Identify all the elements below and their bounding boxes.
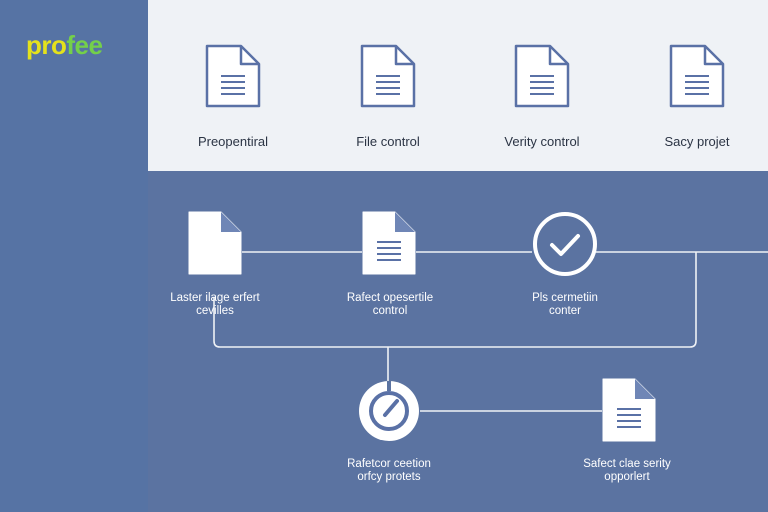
- flow-node-3[interactable]: [531, 210, 599, 283]
- sidebar: profee: [0, 0, 148, 512]
- document-icon: [669, 44, 725, 108]
- connector-lines: [213, 251, 768, 412]
- top-item-label: Sacy projet: [664, 134, 730, 149]
- flow-canvas: Laster ilage erfert cevilles Rafect opes…: [148, 171, 768, 512]
- top-item-4[interactable]: Sacy projet: [632, 42, 762, 149]
- document-icon: [602, 378, 656, 442]
- flow-node-1-label: Laster ilage erfert cevilles: [170, 292, 260, 317]
- flow-node-2-label: Rafect opesertile control: [346, 292, 434, 317]
- top-item-3[interactable]: Verity control: [477, 42, 607, 149]
- document-icon: [514, 44, 570, 108]
- gauge-icon: [359, 381, 419, 441]
- document-icon: [360, 44, 416, 108]
- top-item-label: Verity control: [504, 134, 580, 149]
- document-icon: [362, 211, 416, 275]
- brand-logo[interactable]: profee: [26, 30, 103, 60]
- flow-node-1[interactable]: [187, 210, 243, 281]
- top-item-1[interactable]: Preopentiral: [168, 42, 298, 149]
- top-panel: Preopentiral File control Verity control: [148, 0, 768, 171]
- flow-node-4[interactable]: [357, 379, 421, 448]
- check-circle-icon: [533, 212, 597, 276]
- blank-document-icon: [188, 211, 242, 275]
- document-icon: [205, 44, 261, 108]
- top-item-label: Preopentiral: [197, 134, 269, 149]
- flow-node-2[interactable]: [361, 210, 417, 281]
- flow-node-5-label: Safect clae serity opporlert: [583, 458, 671, 483]
- flow-node-3-label: Pls cermetiin conter: [532, 292, 598, 317]
- flow-node-5[interactable]: [601, 377, 657, 448]
- top-item-2[interactable]: File control: [323, 42, 453, 149]
- flow-node-4-label: Rafetcor ceetion orfcy protets: [347, 458, 431, 483]
- top-item-label: File control: [356, 134, 420, 149]
